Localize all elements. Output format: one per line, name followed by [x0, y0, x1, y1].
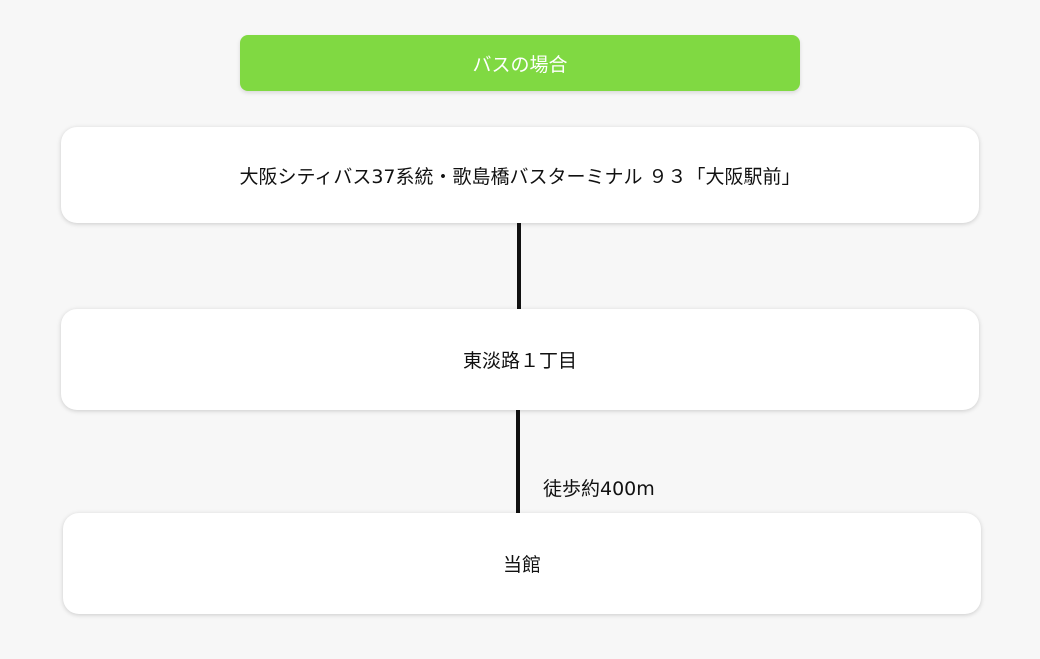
connector-line: [517, 223, 521, 309]
step-bus-line: 大阪シティバス37系統・歌島橋バスターミナル ９３「大阪駅前」: [61, 127, 979, 223]
walk-note: 徒歩約400m: [543, 478, 655, 500]
connector-line: [516, 410, 520, 513]
step-destination: 当館: [63, 513, 981, 614]
route-header: バスの場合: [240, 35, 800, 91]
step-bus-stop: 東淡路１丁目: [61, 309, 979, 410]
